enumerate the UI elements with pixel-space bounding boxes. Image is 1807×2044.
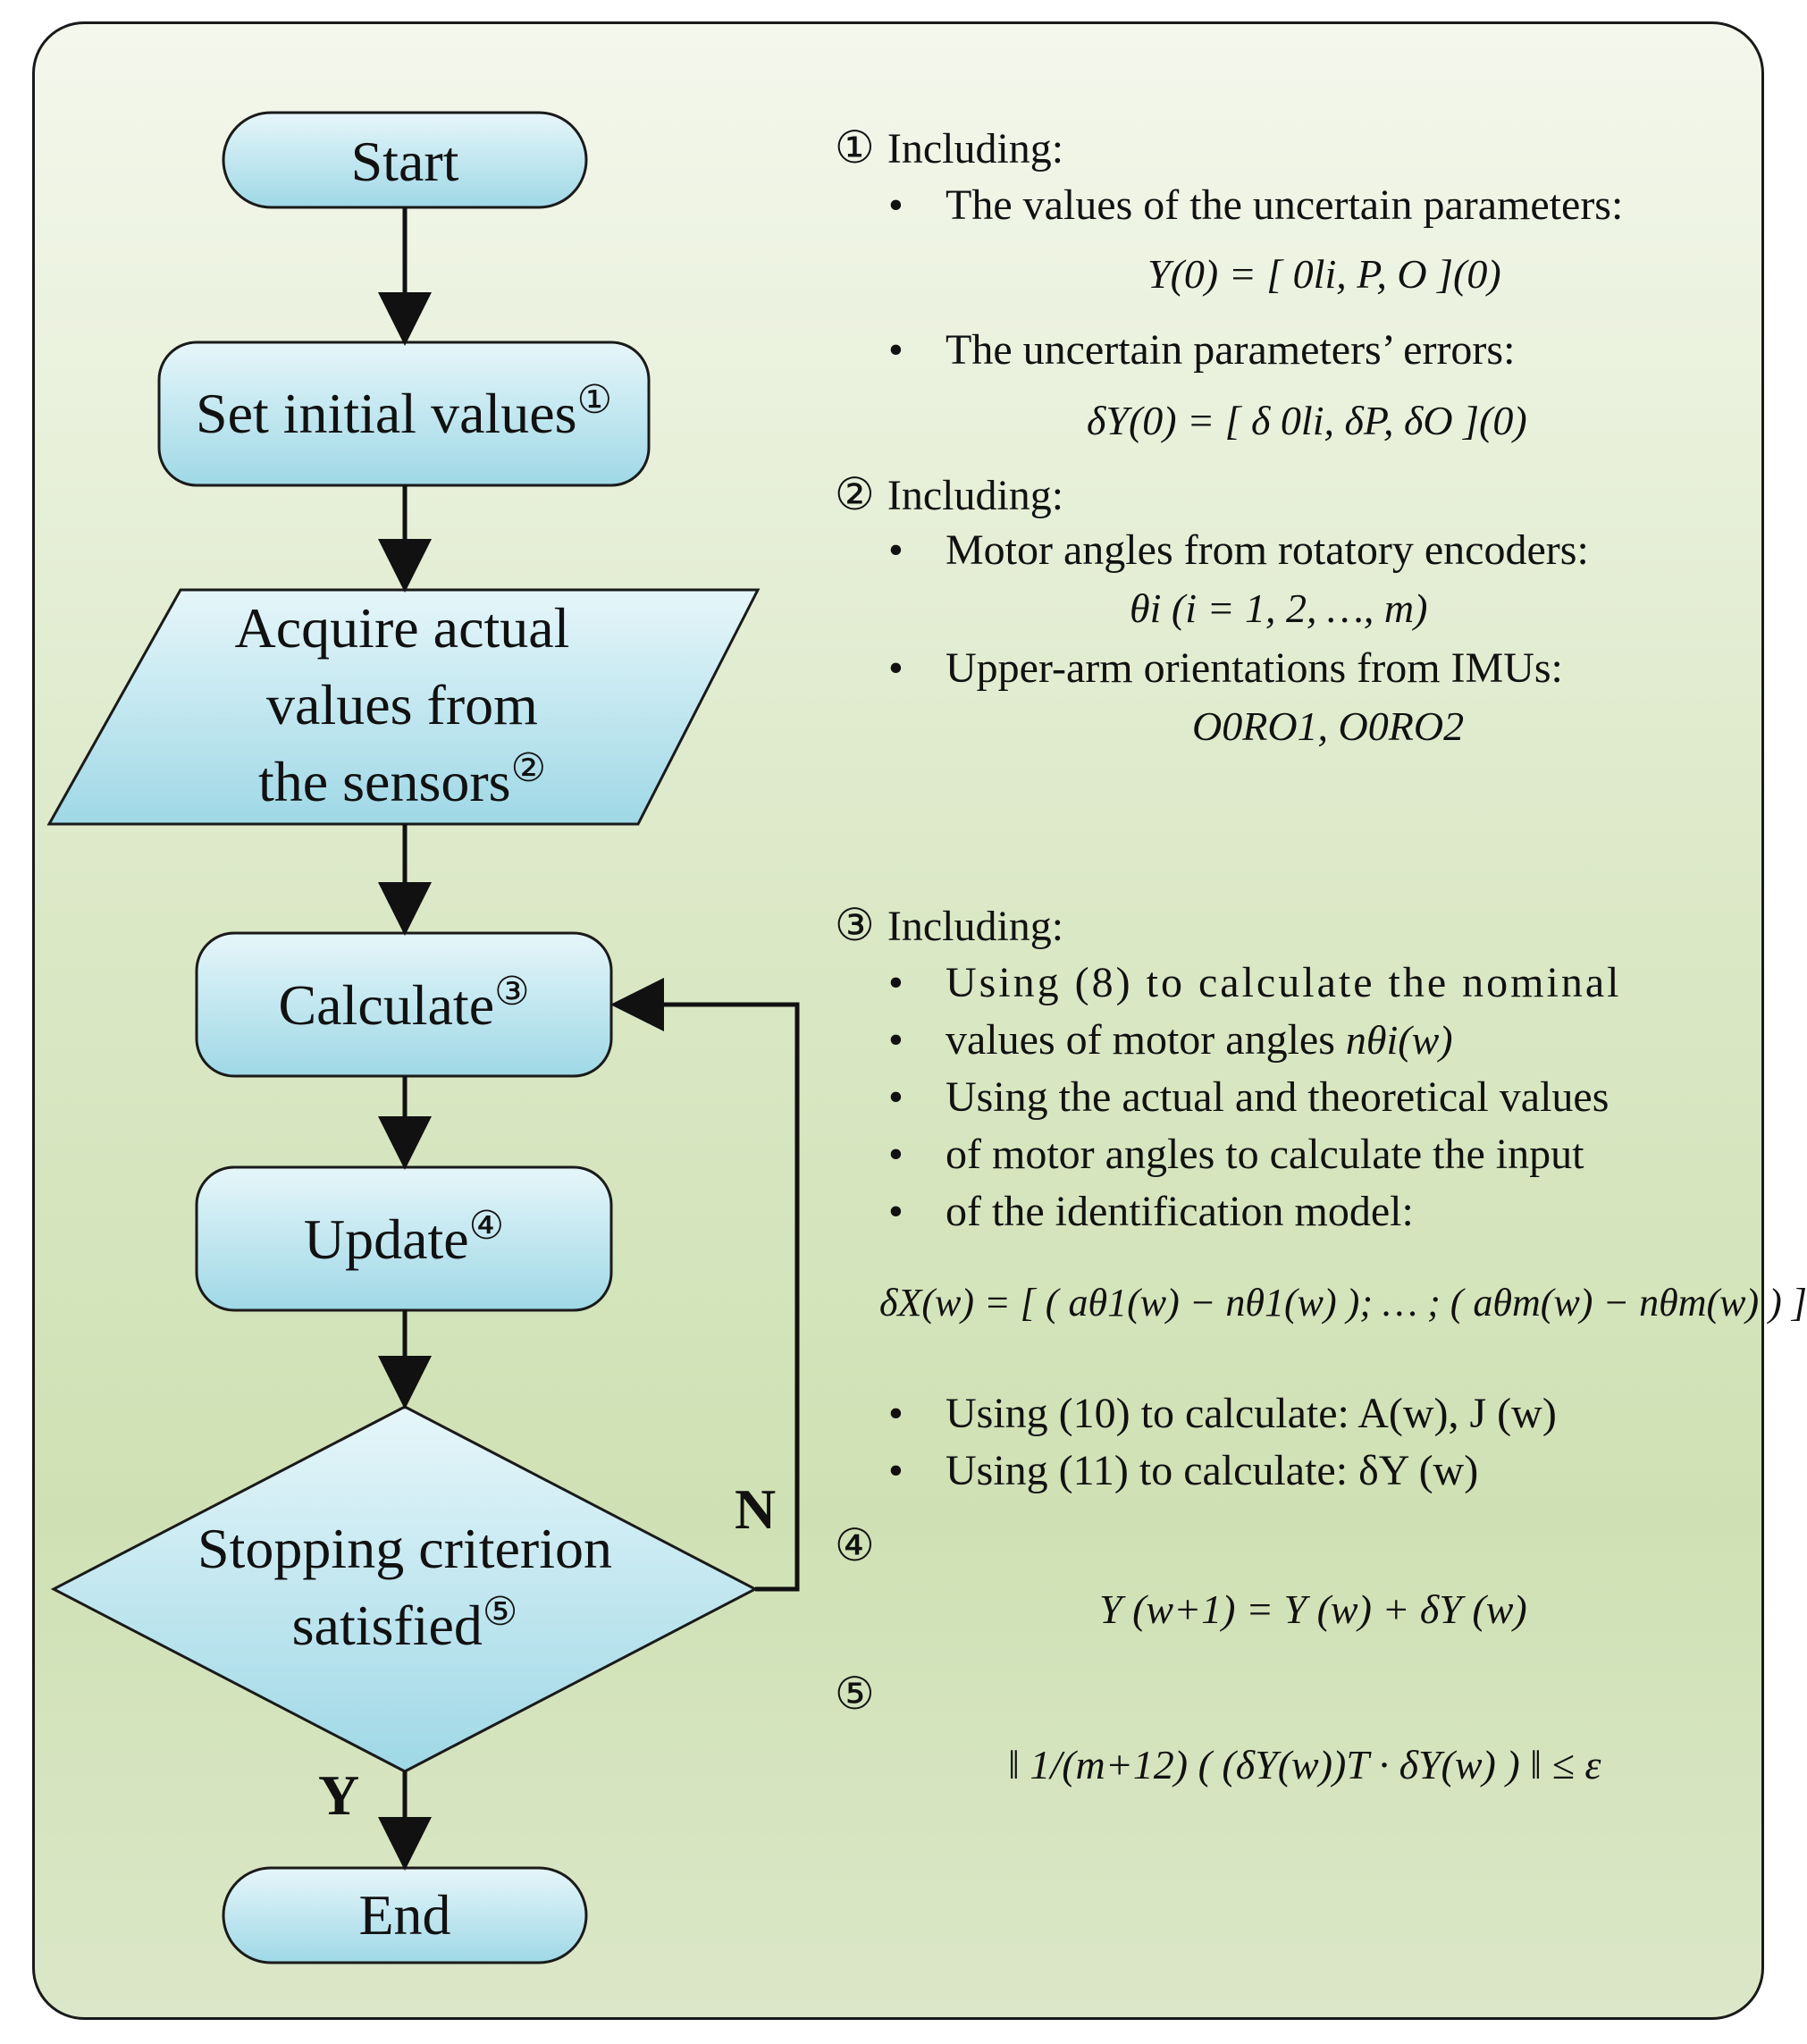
- note-2-bullet-1-text: Motor angles from rotatory encoders:: [946, 526, 1589, 574]
- arrow-no-loop: [610, 978, 800, 1592]
- note-3-heading: ③ Including:: [835, 899, 1063, 951]
- stopping-label: Stopping criterion satisfied⑤: [89, 1510, 720, 1670]
- note-3-bullet-1-line-2: values of motor angles: [946, 1016, 1335, 1064]
- acquire-line-3-text: the sensors: [257, 750, 511, 813]
- marker-5: ⑤: [482, 1589, 518, 1635]
- note-3-head-text: Including:: [887, 903, 1064, 950]
- note-5-number: ⑤: [835, 1668, 875, 1720]
- note-3-bullet-2-line-1: Using the actual and theoretical values: [946, 1073, 1609, 1121]
- note-1-heading: ① Including:: [835, 122, 1063, 173]
- note-1-bullet-2-text: The uncertain parameters’ errors:: [946, 326, 1516, 374]
- acquire-node: [46, 588, 761, 826]
- end-label: End: [358, 1883, 451, 1947]
- note-3-bullet-2-line-3: of the identification model:: [946, 1188, 1414, 1235]
- note-3-bullet-2-line-2: of motor angles to calculate the input: [946, 1131, 1584, 1178]
- note-2-eq-1: θi (i = 1, 2, …, m): [1130, 585, 1428, 631]
- marker-4: ④: [468, 1203, 505, 1249]
- stopping-line-1: Stopping criterion: [198, 1517, 612, 1580]
- update-label: Update④: [197, 1201, 611, 1284]
- marker-2: ②: [510, 745, 547, 791]
- acquire-line-3: the sensors②: [89, 744, 715, 827]
- marker-1: ①: [576, 377, 613, 423]
- note-2-heading: ② Including:: [835, 468, 1063, 520]
- start-label: Start: [350, 130, 459, 193]
- note-3-bullet-3-text: Using (10) to calculate: A(w), J (w): [946, 1390, 1557, 1437]
- stopping-line-2-text: satisfied: [291, 1594, 483, 1657]
- note-2-head-text: Including:: [887, 472, 1064, 519]
- note-5-eq: ‖ 1/(m+12) ( (δY(w))T · δY(w) ) ‖ ≤ ε: [1008, 1742, 1601, 1787]
- stopping-line-2: satisfied⑤: [89, 1587, 720, 1670]
- marker-3: ③: [494, 969, 530, 1014]
- note-3-bullet-4-text: Using (11) to calculate: δY (w): [946, 1447, 1479, 1494]
- note-4-eq: Y (w+1) = Y (w) + δY (w): [1099, 1586, 1527, 1632]
- note-1-eq-1: Y(0) = [ 0li, P, O ](0): [1147, 251, 1501, 297]
- note-2-number: ②: [835, 468, 875, 520]
- acquire-line-2: values from: [266, 673, 538, 736]
- calculate-text: Calculate: [278, 973, 495, 1037]
- set-initial-text: Set initial values: [195, 382, 577, 445]
- note-1-eq-2: δY(0) = [ δ 0li, δP, δO ](0): [1087, 398, 1527, 443]
- note-1-head-text: Including:: [887, 125, 1064, 172]
- note-4-number: ④: [835, 1519, 875, 1571]
- note-3-number: ③: [835, 899, 875, 951]
- calculate-label: Calculate③: [197, 967, 611, 1050]
- note-4-heading: ④: [835, 1519, 887, 1571]
- note-3-bullet-1-line-1: Using (8) to calculate the nominal: [946, 959, 1622, 1006]
- note-3-eq-1: δX(w) = [ ( aθ1(w) − nθ1(w) ); … ; ( aθm…: [879, 1281, 1807, 1325]
- note-2-bullet-2-text: Upper-arm orientations from IMUs:: [946, 644, 1563, 692]
- no-label: N: [735, 1477, 777, 1541]
- note-2-eq-2: O0RO1, O0RO2: [1192, 703, 1465, 749]
- note-1-bullet-1-text: The values of the uncertain parameters:: [946, 181, 1624, 229]
- note-1-number: ①: [835, 122, 875, 173]
- note-3-bullet-1-eq: nθi(w): [1345, 1017, 1453, 1063]
- acquire-line-1: Acquire actual: [234, 596, 570, 660]
- update-text: Update: [303, 1207, 469, 1271]
- acquire-label: Acquire actual values from the sensors②: [89, 590, 715, 827]
- note-5-heading: ⑤: [835, 1668, 887, 1720]
- set-initial-label: Set initial values①: [159, 375, 649, 458]
- yes-label: Y: [318, 1763, 360, 1827]
